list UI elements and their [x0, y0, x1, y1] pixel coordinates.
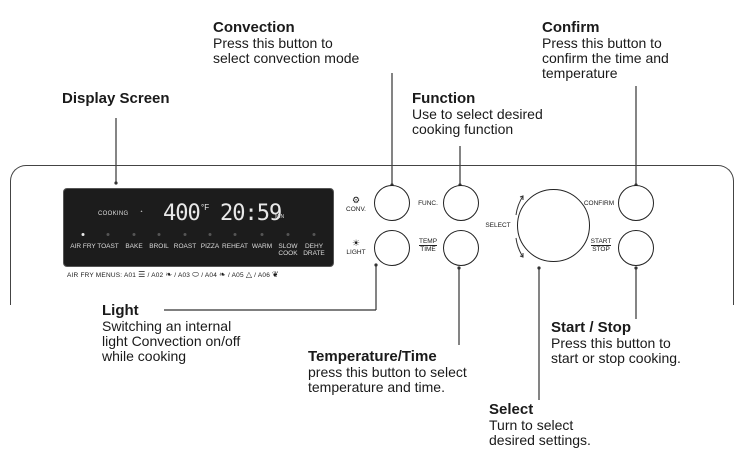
air-fry-menus: AIR FRY MENUS: A01 ☰ / A02 ❧ / A03 ⬭ / A…: [67, 270, 279, 279]
select-dial[interactable]: [517, 189, 590, 262]
lcd-cooking-label: COOKING: [98, 211, 129, 217]
chicken-wings-icon: ❧: [165, 270, 173, 279]
cake-icon: △: [245, 270, 253, 279]
menu-led: [106, 233, 110, 236]
menu-label: DEHY DRATE: [303, 243, 325, 257]
callout-function: Function Use to select desired cooking f…: [412, 90, 543, 137]
light-button[interactable]: [374, 230, 410, 266]
callout-light: Light Switching an internal light Convec…: [102, 302, 241, 364]
callout-select: Select Turn to select desired settings.: [489, 401, 591, 448]
function-button[interactable]: [443, 185, 479, 221]
display-screen: [63, 188, 334, 267]
callout-confirm: Confirm Press this button to confirm the…: [542, 19, 669, 81]
callout-temp-time: Temperature/Time press this button to se…: [308, 348, 467, 395]
callout-convection: Convection Press this button to select c…: [213, 19, 360, 66]
temp-time-button[interactable]: [443, 230, 479, 266]
menu-led: [208, 233, 212, 236]
callout-display-screen: Display Screen: [62, 90, 170, 107]
menu-led: [157, 233, 161, 236]
menu-led: [286, 233, 290, 236]
menu-led: [183, 233, 187, 236]
callout-start-stop: Start / Stop Press this button to start …: [551, 319, 681, 366]
steak-icon: ⬭: [192, 270, 200, 279]
confirm-button[interactable]: [618, 185, 654, 221]
menu-led: [81, 233, 85, 236]
menu-label: REHEAT: [222, 243, 248, 250]
lcd-temperature: 400: [163, 201, 201, 226]
fan-icon: ˔: [140, 205, 143, 215]
lcd-time: 20:59: [220, 201, 282, 226]
lcd-temperature-unit: °F: [201, 203, 210, 212]
lcd-time-unit: MIN: [275, 214, 285, 220]
convection-button[interactable]: [374, 185, 410, 221]
fries-icon: ☰: [138, 270, 146, 279]
menu-label: WARM: [251, 243, 273, 250]
select-label: SELECT: [485, 222, 511, 229]
menu-led: [260, 233, 264, 236]
menu-led: [312, 233, 316, 236]
menu-label: PIZZA: [200, 243, 220, 250]
convection-label: ⚙CONV.: [346, 195, 366, 214]
menu-label: AIR FRY: [70, 243, 96, 250]
menu-led: [233, 233, 237, 236]
light-icon: ☀: [351, 238, 361, 248]
light-label: ☀LIGHT: [346, 238, 366, 257]
function-label: FUNC.: [418, 200, 438, 207]
menu-label: SLOW COOK: [278, 243, 298, 257]
menu-led: [132, 233, 136, 236]
menu-label: BROIL: [149, 243, 169, 250]
start-stop-button[interactable]: [618, 230, 654, 266]
shrimp-icon: ❧: [219, 270, 226, 279]
confirm-label: CONFIRM: [583, 200, 615, 207]
menu-label: BAKE: [125, 243, 143, 250]
convection-icon: ⚙: [351, 195, 361, 205]
control-panel: [10, 165, 734, 305]
menu-label: TOAST: [97, 243, 119, 250]
menu-label: ROAST: [173, 243, 197, 250]
vegetable-icon: ❦: [272, 270, 279, 279]
